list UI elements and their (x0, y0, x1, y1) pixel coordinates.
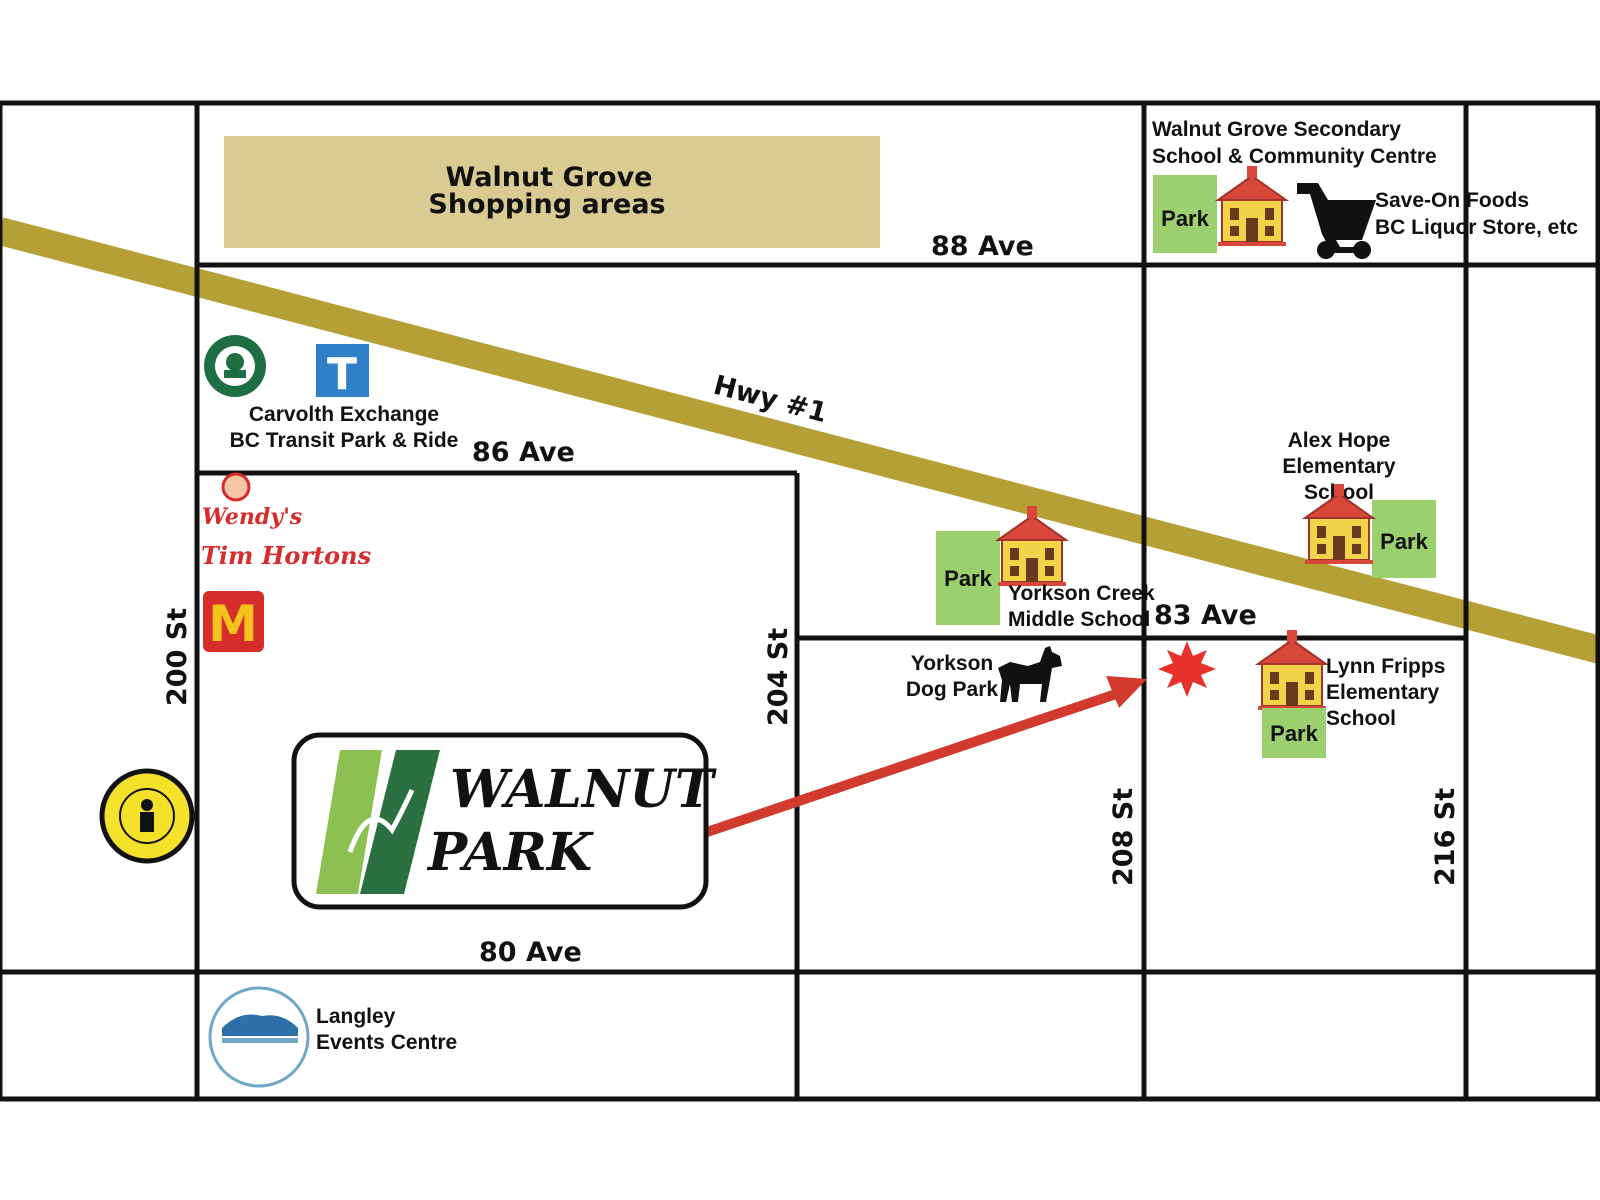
park-walnut-grove-secondary (1153, 175, 1217, 253)
lynn-fripps-label-1: Lynn Fripps (1326, 655, 1445, 678)
school-house-icon (1257, 629, 1327, 711)
starbucks-logo (204, 335, 266, 397)
shopping-area (224, 136, 880, 248)
shopping-area-label-2: Shopping areas (428, 189, 665, 220)
save-on-label-2: BC Liquor Store, etc (1375, 216, 1578, 239)
svg-text:M: M (208, 595, 258, 653)
park-label: Park (1161, 206, 1209, 231)
yorkson-creek-label-1: Yorkson Creek (1008, 582, 1155, 605)
tim-hortons-logo: Tim Hortons (201, 541, 372, 570)
road-label-200-st: 200 St (162, 608, 193, 706)
lynn-fripps-label-2: Elementary (1326, 681, 1440, 704)
yorkson-dog-label-2: Dog Park (906, 678, 999, 701)
park-label: Park (1270, 721, 1318, 746)
road-label-86-ave: 86 Ave (472, 437, 575, 468)
carvolth-label-1: Carvolth Exchange (249, 403, 439, 426)
svg-text:T: T (327, 349, 357, 400)
walnut-grove-secondary-label-2: School & Community Centre (1152, 145, 1437, 168)
road-label-80-ave: 80 Ave (479, 937, 582, 968)
school-house-icon (1217, 165, 1287, 247)
carvolth-label-2: BC Transit Park & Ride (230, 429, 459, 452)
walnut-grove-secondary-label-1: Walnut Grove Secondary (1152, 118, 1401, 141)
svg-text:Wendy's: Wendy's (202, 504, 302, 530)
park-alex-hope (1372, 500, 1436, 578)
mcdonalds-logo: M (203, 591, 264, 653)
road-grid (0, 100, 1600, 1102)
save-on-label-1: Save-On Foods (1375, 189, 1529, 212)
road-label-83-ave: 83 Ave (1154, 600, 1257, 631)
langley-events-label-1: Langley (316, 1005, 396, 1028)
alex-hope-label-1: Alex Hope (1288, 429, 1391, 452)
park-yorkson-creek (936, 531, 1000, 625)
dog-icon (998, 646, 1062, 702)
lynn-fripps-label-3: School (1326, 707, 1396, 730)
park-lynn-fripps (1262, 708, 1326, 758)
golds-gym-logo (99, 768, 195, 864)
shopping-area-label-1: Walnut Grove (446, 162, 653, 193)
highway-1 (0, 217, 1600, 664)
transit-icon: T (316, 344, 369, 400)
route-arrow (705, 676, 1147, 837)
road-label-88-ave: 88 Ave (931, 231, 1034, 262)
park-label: Park (944, 566, 992, 591)
shopping-cart-icon (1297, 183, 1376, 259)
road-label-208-st: 208 St (1108, 788, 1139, 886)
walnut-park-logo-line-1: WALNUT (450, 759, 717, 820)
langley-events-label-2: Events Centre (316, 1031, 457, 1054)
road-label-216-st: 216 St (1430, 788, 1461, 886)
walnut-park-logo-icon (316, 750, 440, 894)
star-marker-icon (1158, 641, 1216, 697)
langley-events-centre-logo (208, 986, 310, 1088)
yorkson-creek-label-2: Middle School (1008, 608, 1150, 631)
park-label: Park (1380, 529, 1428, 554)
alex-hope-label-2: Elementary (1282, 455, 1396, 478)
yorkson-dog-label-1: Yorkson (911, 652, 993, 675)
road-label-204-st: 204 St (763, 628, 794, 726)
wendys-logo: Wendy's (202, 472, 302, 530)
walnut-park-logo-line-2: PARK (426, 822, 594, 883)
